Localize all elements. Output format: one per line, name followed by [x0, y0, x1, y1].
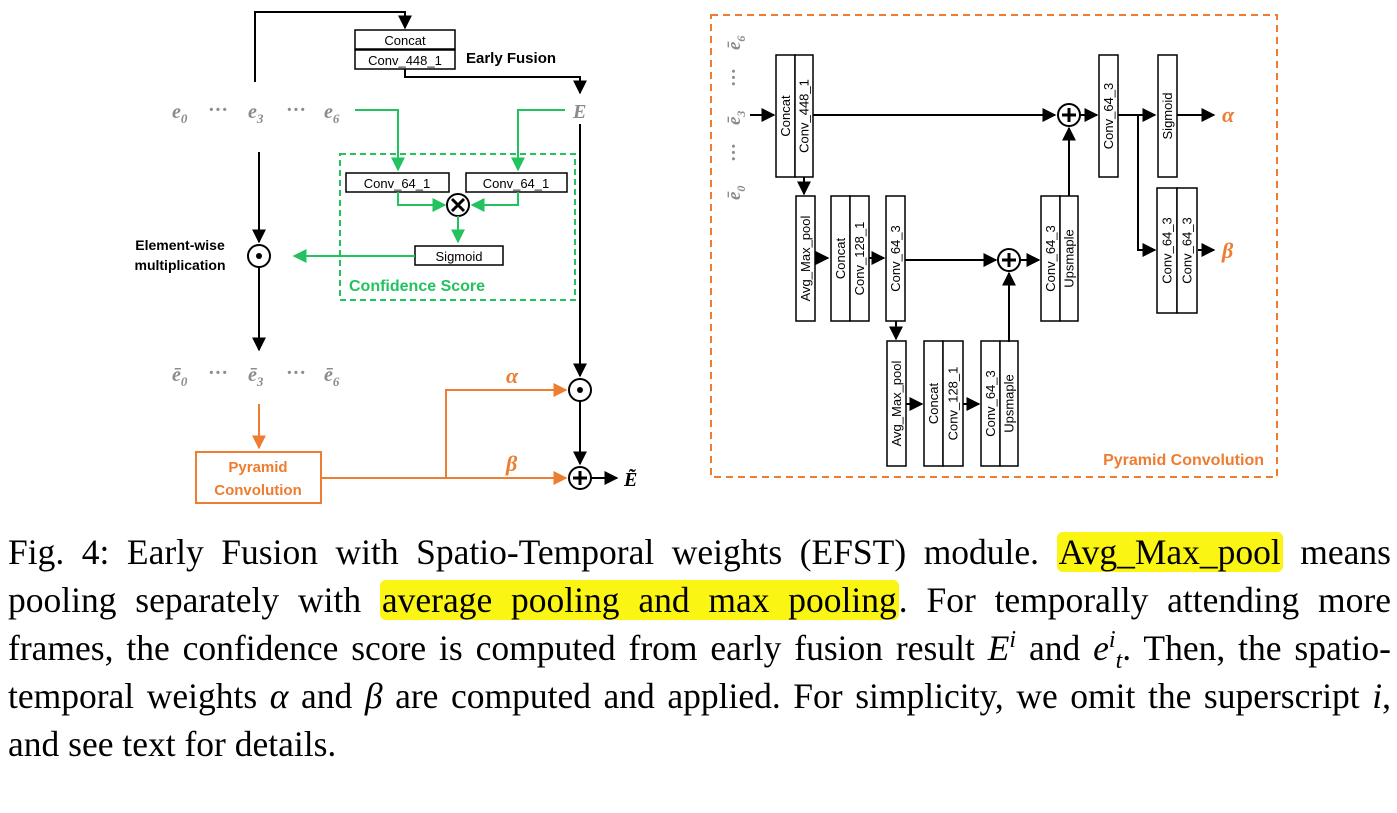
caption-E: E — [987, 628, 1010, 668]
multiply-node — [446, 193, 470, 217]
confidence-score-label: Confidence Score — [349, 278, 485, 295]
e-sequence: e0 ··· e3 ··· e6 — [172, 99, 340, 126]
caption-e-sup: i — [1108, 627, 1116, 654]
svg-text:···: ··· — [286, 362, 306, 384]
conv128a-label: Conv_128_1 — [852, 222, 867, 296]
concat2-label: Concat — [833, 238, 848, 280]
conv64f-box — [1176, 187, 1198, 314]
conv64c-label: Conv_64_3 — [1043, 225, 1058, 292]
svg-text:ē0: ē0 — [172, 364, 188, 389]
svg-text:ē0: ē0 — [724, 186, 748, 200]
conv128b-label: Conv_128_1 — [946, 367, 961, 441]
caption-E-sup: i — [1009, 627, 1017, 654]
right-diagram: Pyramid Convolution ē0 ··· ē3 ··· ē6 Con… — [710, 14, 1278, 478]
svg-text:···: ··· — [724, 68, 745, 87]
sigmoid-label: Sigmoid — [436, 249, 483, 264]
beta-right: β — [1221, 238, 1234, 263]
pyramid-frame — [710, 14, 1278, 478]
svg-text:e6: e6 — [324, 101, 340, 126]
conv64-right-box — [465, 172, 568, 193]
svg-text:e0: e0 — [172, 101, 188, 126]
conv448-label: Conv_448_1 — [368, 53, 442, 68]
figure-caption: Fig. 4: Early Fusion with Spatio-Tempora… — [8, 528, 1391, 768]
early-fusion-label: Early Fusion — [466, 50, 556, 67]
caption-i: i — [1372, 676, 1383, 716]
elementwise-label-1: Element-wise — [135, 237, 225, 253]
conv64-left-label: Conv_64_1 — [364, 176, 431, 191]
E-tilde-label: Ẽ — [623, 468, 637, 491]
left-diagram: Concat Conv_448_1 Early Fusion e0 ··· e3… — [135, 11, 637, 504]
conv64e-label: Conv_64_3 — [1160, 217, 1175, 284]
alpha-multiply-node — [568, 378, 592, 402]
caption-part6: and — [288, 676, 365, 716]
caption-part5: . Then, the spatio-temporal weights — [8, 628, 1391, 716]
caption-part2: means pooling separately with — [8, 532, 1391, 620]
add-node-mid — [997, 248, 1021, 272]
alpha-left: α — [506, 363, 519, 388]
beta-left: β — [505, 451, 518, 476]
caption-beta: β — [364, 676, 383, 716]
efst-figure: Concat Conv_448_1 Early Fusion e0 ··· e3… — [135, 11, 1278, 504]
concat-label: Concat — [384, 33, 426, 48]
upsample-c-label: Upsmaple — [1062, 229, 1077, 288]
caption-e-sub: t — [1115, 648, 1123, 675]
alpha-right: α — [1222, 102, 1235, 127]
conv64d-label: Conv_64_3 — [1101, 83, 1116, 150]
svg-text:ē6: ē6 — [324, 364, 340, 389]
elementwise-node — [247, 244, 271, 268]
sigmoid-label: Sigmoid — [1160, 93, 1175, 140]
svg-text:···: ··· — [208, 99, 228, 121]
conv64b-label: Conv_64_3 — [983, 370, 998, 437]
conv64-right-label: Conv_64_1 — [483, 176, 550, 191]
conv64a-label: Conv_64_3 — [888, 225, 903, 292]
E-label: E — [572, 101, 586, 123]
caption-part1: Fig. 4: Early Fusion with Spatio-Tempora… — [8, 532, 1057, 572]
caption-highlight-1: Avg_Max_pool — [1056, 532, 1283, 572]
svg-text:···: ··· — [208, 362, 228, 384]
svg-text:e3: e3 — [248, 101, 264, 126]
pyramid-frame-title: Pyramid Convolution — [1103, 452, 1264, 469]
conv64f-label: Conv_64_3 — [1180, 217, 1195, 284]
caption-part8: , and see text for details. — [8, 676, 1391, 764]
caption-e: e — [1093, 628, 1109, 668]
avgmax2-label: Avg_Max_pool — [889, 361, 904, 447]
input-labels: ē0 ··· ē3 ··· ē6 — [724, 36, 748, 200]
svg-text:···: ··· — [724, 143, 745, 162]
caption-part3: . For temporally attending more frames, … — [8, 580, 1392, 668]
avgmax1-label: Avg_Max_pool — [798, 216, 813, 302]
upsample-b-label: Upsmaple — [1002, 374, 1017, 433]
svg-text:ē3: ē3 — [724, 111, 748, 125]
add-node-top — [1057, 103, 1081, 127]
caption-highlight-2: average pooling and max pooling — [379, 580, 899, 620]
caption-part7: are computed and applied. For simplicity… — [382, 676, 1373, 716]
svg-text:ē3: ē3 — [248, 364, 264, 389]
beta-add-node — [568, 466, 592, 490]
ebar-sequence: ē0 ··· ē3 ··· ē6 — [172, 362, 340, 389]
svg-text:···: ··· — [286, 99, 306, 121]
concat-label: Concat — [778, 95, 793, 137]
pyramid-label-1: Pyramid — [228, 459, 287, 476]
caption-part4: and — [1016, 628, 1094, 668]
conv448-label: Conv_448_1 — [797, 79, 812, 153]
caption-alpha: α — [269, 676, 289, 716]
concat3-label: Concat — [926, 383, 941, 425]
pyramid-label-2: Convolution — [214, 482, 301, 499]
svg-text:ē6: ē6 — [724, 36, 748, 50]
elementwise-label-2: multiplication — [135, 257, 226, 273]
concat-box — [354, 29, 456, 50]
